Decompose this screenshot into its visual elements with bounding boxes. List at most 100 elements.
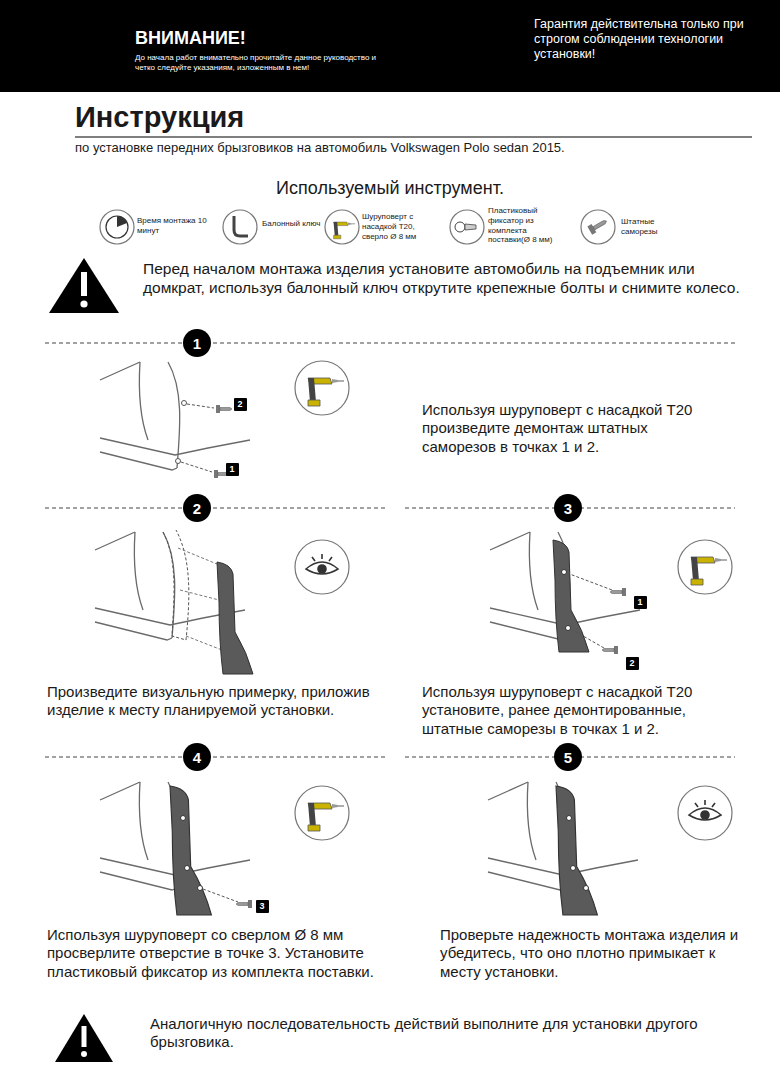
callout-number: 1 [226,463,239,476]
illustration [556,786,597,915]
number-text: 3 [564,501,572,516]
step-text: Используя шуруповерт со сверлом Ø 8 мм п… [47,926,397,981]
step-separator [45,343,735,344]
callout-number: 3 [256,900,269,913]
screw-hole [566,626,571,631]
screw-hole [198,886,203,891]
warning-icon [49,258,119,313]
number-text: 2 [629,659,634,668]
step-separator [45,757,385,758]
projection-line [180,590,219,600]
tool-label: Штатные саморезы [621,217,681,237]
leader-line [187,404,214,408]
step-text: Произведите визуальную примерку, приложи… [47,683,377,720]
leader-line [203,889,238,902]
step-number: 5 [554,743,582,771]
clock-icon [106,216,128,238]
tool-icons [581,210,615,244]
tool-icons [100,210,134,244]
leader-line [567,573,612,648]
number-text: 1 [229,465,234,474]
illustration [689,800,721,820]
warning-icon [80,300,87,307]
warning-heading: ВНИМАНИЕ! [135,28,355,50]
step-text: Используя шуруповерт с насадкой Т20 уста… [422,683,732,738]
tool-label: Шуруповерт с насадкой Т20, сверло Ø 8 мм [362,212,442,241]
warning-note: До начала работ внимательно прочитайте д… [135,53,385,72]
illustration [334,222,356,239]
illustration [602,646,618,654]
number-text: 5 [564,750,572,765]
tool-icons [325,210,359,244]
step-separator [45,508,385,509]
title-rule [75,136,752,137]
warning-header-bar: ВНИМАНИЕ! До начала работ внимательно про… [0,0,780,92]
illustration [308,378,344,406]
step-number: 3 [554,494,582,522]
number-text: 1 [193,336,201,351]
illustration [170,786,211,915]
fitting-outline [163,530,189,640]
warning-icon [49,258,119,313]
number-text: 1 [637,598,642,607]
screw-hole [176,401,187,464]
warning-icon [55,1014,113,1062]
leader-line [567,573,612,590]
projection-line [178,548,217,564]
tool-label: Балонный ключ [262,219,322,229]
tool-icons [223,210,257,244]
illustration [236,900,252,908]
screw-hole [571,866,576,871]
illustration [217,562,253,674]
number-text: 3 [259,902,264,911]
warning-text: Перед началом монтажа изделия установите… [143,260,758,298]
illustration [553,540,589,652]
tool-label: Пластиковый фиксатор из комплекта постав… [488,206,568,245]
illustration [216,405,232,413]
screw-hole [182,401,187,406]
wrench-icon [234,216,248,236]
screw-hole [567,816,589,891]
number-text: 2 [237,400,242,409]
screw-hole [176,459,181,464]
screw-hole [562,570,567,575]
leader-line [181,462,212,472]
illustration [100,362,250,470]
warning-icon [82,1026,87,1047]
guarantee-note: Гарантия действительна только при строго… [534,17,744,62]
step-separator [45,343,735,757]
step-icon-circle [295,361,732,840]
leader-line [571,629,604,648]
screw-hole [562,570,571,631]
step-icon-circle [295,361,349,415]
screw-hole [567,816,572,821]
illustration [610,588,626,596]
illustration [308,803,344,831]
number-text: 2 [193,501,201,516]
page-title: Инструкция [75,100,244,135]
screw-hole [185,866,190,871]
callout-number: 2 [234,398,247,411]
projection-line [186,636,222,650]
clock-icon [106,216,128,238]
callout-number: 2 [626,657,639,670]
fixator-icon [465,224,476,230]
screw-hole [584,886,589,891]
tool-label: Время монтажа 10 минут [137,216,212,236]
leader-line [181,404,214,472]
step-number: 2 [183,494,211,522]
illustration [306,554,338,574]
projection-line [178,548,222,650]
step-number: 4 [183,743,211,771]
fixator-icon [455,222,476,232]
warning-text: Аналогичную последовательность действий … [150,1015,710,1052]
step-icon-circle [678,786,732,840]
screw-hole [181,816,203,891]
tool-icons [450,210,484,244]
step-text: Проверьте надежность монтажа изделия и у… [440,926,740,981]
callout-number: 1 [634,596,647,609]
illustration [691,557,727,585]
warning-icon [55,1014,113,1062]
